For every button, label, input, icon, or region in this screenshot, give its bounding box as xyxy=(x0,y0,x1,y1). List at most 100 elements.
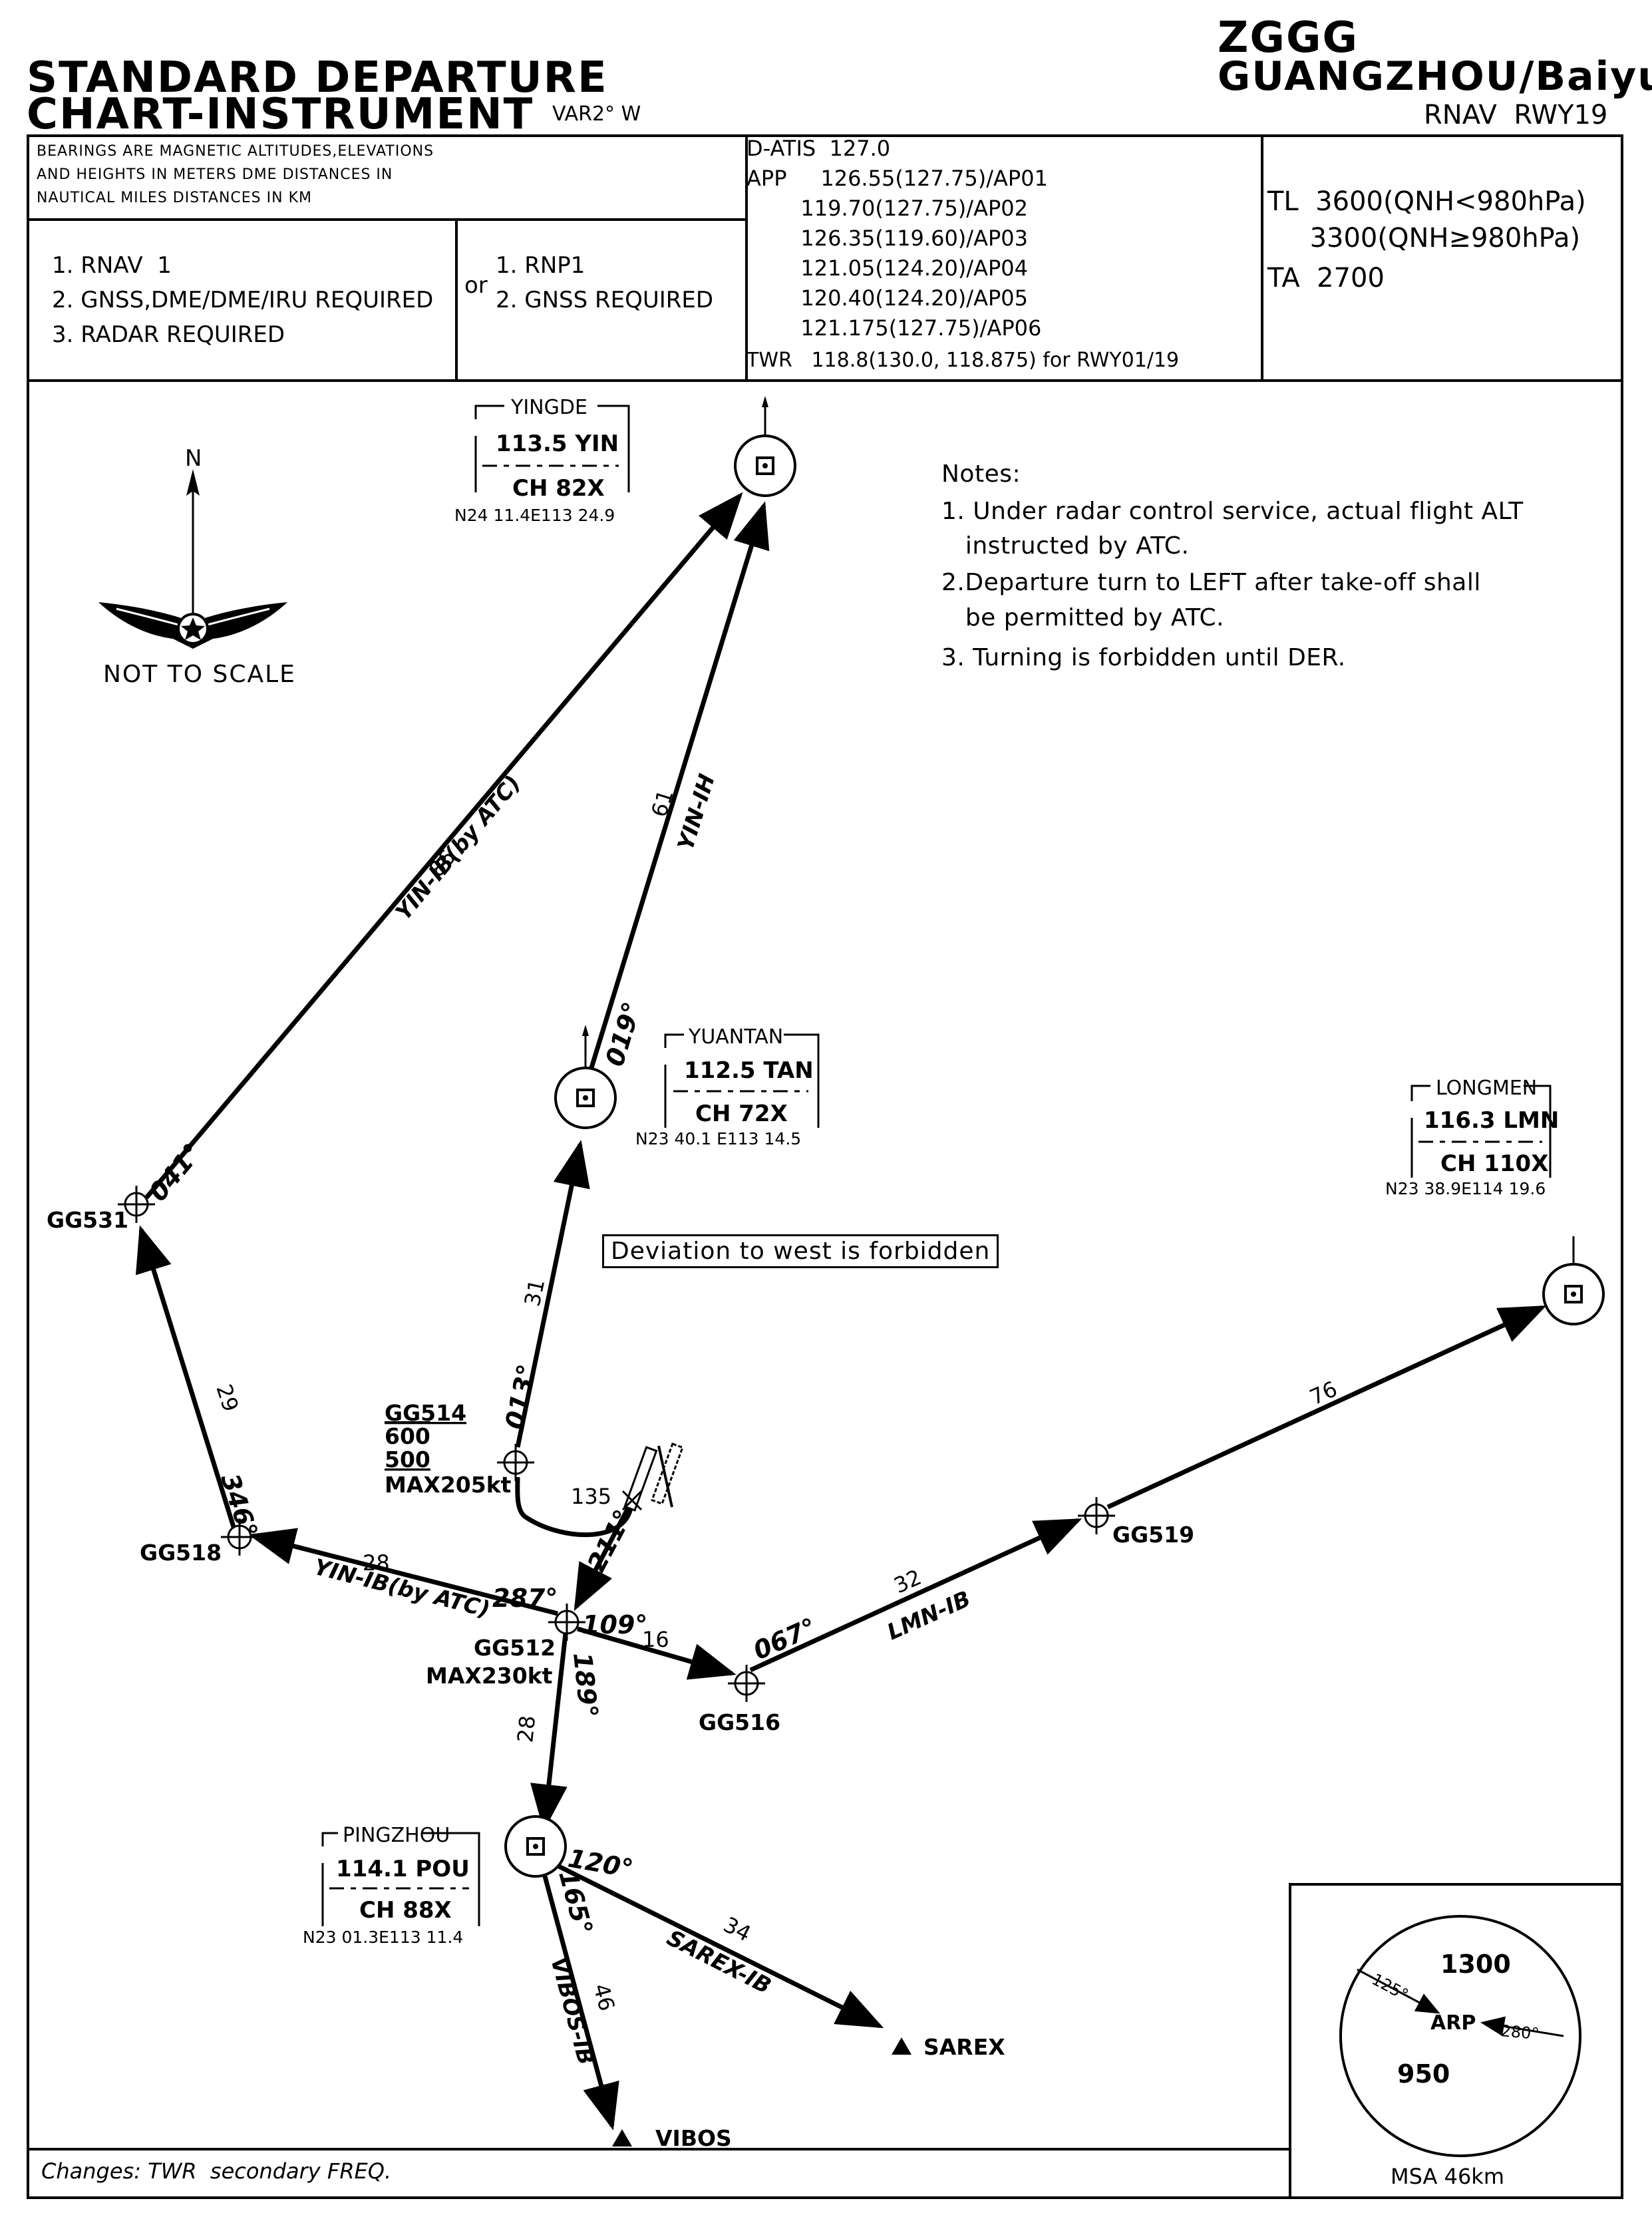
frequency-line: 119.70(127.75)/AP02 xyxy=(746,196,1028,221)
msa-sector-low: 950 xyxy=(1397,2059,1450,2089)
requirement-line: 2. GNSS REQUIRED xyxy=(496,287,714,313)
frequency-line: 126.35(119.60)/AP03 xyxy=(746,226,1028,251)
gg514-altitude-above: 600 xyxy=(385,1423,430,1449)
bearing-109: 109° xyxy=(582,1610,647,1639)
waypoint-icon-gg531 xyxy=(118,1186,155,1223)
msa-label: MSA 46km xyxy=(1391,2164,1504,2189)
frequency-line: 121.05(124.20)/AP04 xyxy=(746,256,1028,281)
airport-name: GUANGZHOU/Baiyun xyxy=(1218,53,1652,100)
svg-text:CH 72X: CH 72X xyxy=(695,1101,788,1127)
svg-text:CH 110X: CH 110X xyxy=(1440,1150,1548,1177)
waypoint-speed-gg512: MAX230kt xyxy=(426,1663,553,1689)
distance-76: 76 xyxy=(1306,1376,1341,1410)
leg-pou-sarex xyxy=(551,1860,884,2029)
north-arrow-icon: N xyxy=(185,445,202,619)
bearing-067: 067° xyxy=(749,1612,821,1665)
waypoint-label-sarex: SAREX xyxy=(923,2034,1005,2060)
note-line: instructed by ATC. xyxy=(941,532,1190,560)
deviation-note: Deviation to west is forbidden xyxy=(602,1234,999,1269)
distance-28-pou: 28 xyxy=(512,1714,540,1743)
route-yin-ib-atc: YIN-IB(by ATC) xyxy=(390,771,526,926)
note-line: 2.Departure turn to LEFT after take-off … xyxy=(941,569,1481,596)
procedure-name: RNAV RWY19 xyxy=(1424,100,1608,130)
transition-level: 3300(QNH≥980hPa) xyxy=(1267,223,1581,254)
bearing-041: 041° xyxy=(143,1138,208,1207)
waypoint-label-gg514: GG514 xyxy=(385,1400,466,1426)
svg-text:N24 11.4E113 24.9: N24 11.4E113 24.9 xyxy=(454,506,615,525)
waypoint-icon-gg514 xyxy=(497,1444,534,1481)
waypoint-icon-gg512 xyxy=(548,1604,585,1641)
distance-16: 16 xyxy=(642,1627,669,1652)
vor-icon-yin xyxy=(734,396,796,497)
waypoint-icon-gg518 xyxy=(221,1518,258,1556)
requirement-line: 1. RNP1 xyxy=(496,252,585,279)
caac-emblem-icon xyxy=(98,602,287,649)
svg-text:116.3 LMN: 116.3 LMN xyxy=(1424,1107,1559,1134)
leg-gg514-tan xyxy=(515,1140,590,1448)
changes-divider xyxy=(27,2148,1291,2150)
waypoint-label-gg519: GG519 xyxy=(1112,1522,1194,1548)
navaid-box-pingzhou: PINGZHOU 114.1 POU CH 88X N23 01.3E113 1… xyxy=(303,1824,480,1947)
chart-frame xyxy=(27,379,1623,2199)
msa-sector-high: 1300 xyxy=(1440,1950,1511,1979)
requirement-line: 2. GNSS,DME/DME/IRU REQUIRED xyxy=(52,287,434,313)
leg-rwy-gg512 xyxy=(574,1499,635,1612)
bearing-287: 287° xyxy=(492,1584,558,1613)
msa-bearing-280: 280° xyxy=(1500,2021,1540,2043)
svg-text:YUANTAN: YUANTAN xyxy=(688,1025,783,1049)
bearing-013: 013° xyxy=(500,1362,542,1432)
leg-pou-vibos xyxy=(540,1866,619,2131)
triangle-icon-vibos xyxy=(612,2129,632,2146)
msa-arp: ARP xyxy=(1430,2011,1476,2035)
navaid-box-yuantan: YUANTAN 112.5 TAN CH 72X N23 40.1 E113 1… xyxy=(635,1025,820,1148)
not-to-scale: NOT TO SCALE xyxy=(103,661,296,688)
requirement-line: 3. RADAR REQUIRED xyxy=(52,321,285,348)
msa-divider xyxy=(1289,1883,1623,1886)
svg-text:LONGMEN: LONGMEN xyxy=(1436,1077,1537,1100)
svg-text:CH 82X: CH 82X xyxy=(512,475,605,502)
distance-46: 46 xyxy=(588,1981,619,2013)
leg-gg516-gg519 xyxy=(749,1518,1082,1673)
leg-gg512-pou xyxy=(530,1633,568,1831)
distance-29: 29 xyxy=(211,1381,244,1415)
bearing-211: 211° xyxy=(581,1505,638,1576)
info-divider xyxy=(745,134,748,382)
info-divider xyxy=(1261,134,1263,382)
waypoint-label-vibos: VIBOS xyxy=(655,2125,732,2151)
route-vibos-ib: VIBOS-IB xyxy=(546,1954,599,2067)
info-divider xyxy=(27,218,746,221)
leg-tan-yin xyxy=(588,501,770,1071)
route-sarex-ib: SAREX-IB xyxy=(663,1924,775,1999)
leg-gg519-lmn xyxy=(1106,1305,1547,1510)
frequency-line: D-ATIS 127.0 xyxy=(746,136,891,161)
requirement-or: or xyxy=(464,272,488,299)
svg-text:112.5 TAN: 112.5 TAN xyxy=(684,1057,814,1084)
north-label: N xyxy=(185,445,202,472)
distance-34: 34 xyxy=(719,1912,755,1946)
svg-text:YINGDE: YINGDE xyxy=(510,396,587,419)
bearing-019: 019° xyxy=(600,999,647,1070)
vor-icon-pou xyxy=(504,1815,567,1878)
transition-level: TL 3600(QNH<980hPa) xyxy=(1267,186,1586,217)
transition-altitude: TA 2700 xyxy=(1267,263,1385,293)
svg-text:CH 88X: CH 88X xyxy=(359,1897,452,1924)
units-note-line: NAUTICAL MILES DISTANCES IN KM xyxy=(37,190,312,206)
route-lines xyxy=(135,492,1547,2131)
frequency-line: 121.175(127.75)/AP06 xyxy=(746,315,1042,341)
gg514-speed: MAX205kt xyxy=(385,1472,512,1498)
magnetic-variation: VAR2° W xyxy=(552,102,641,126)
runway-end-icon xyxy=(621,1490,643,1511)
svg-text:N23 38.9E114 19.6: N23 38.9E114 19.6 xyxy=(1385,1179,1546,1198)
note-line: 3. Turning is forbidden until DER. xyxy=(941,644,1346,671)
waypoint-icon-gg519 xyxy=(1078,1497,1115,1534)
frequency-line: APP 126.55(127.75)/AP01 xyxy=(746,166,1048,191)
note-line: be permitted by ATC. xyxy=(941,604,1225,631)
airport-icao: ZGGG xyxy=(1218,13,1359,63)
chart-title-line2: CHART-INSTRUMENT xyxy=(27,90,534,139)
frequency-line: 120.40(124.20)/AP05 xyxy=(746,285,1028,311)
leg-gg518-gg531 xyxy=(135,1225,237,1530)
waypoint-label-gg512: GG512 xyxy=(474,1635,556,1661)
waypoint-label-gg516: GG516 xyxy=(699,1709,780,1735)
distance-28-gg518: 28 xyxy=(363,1550,390,1576)
